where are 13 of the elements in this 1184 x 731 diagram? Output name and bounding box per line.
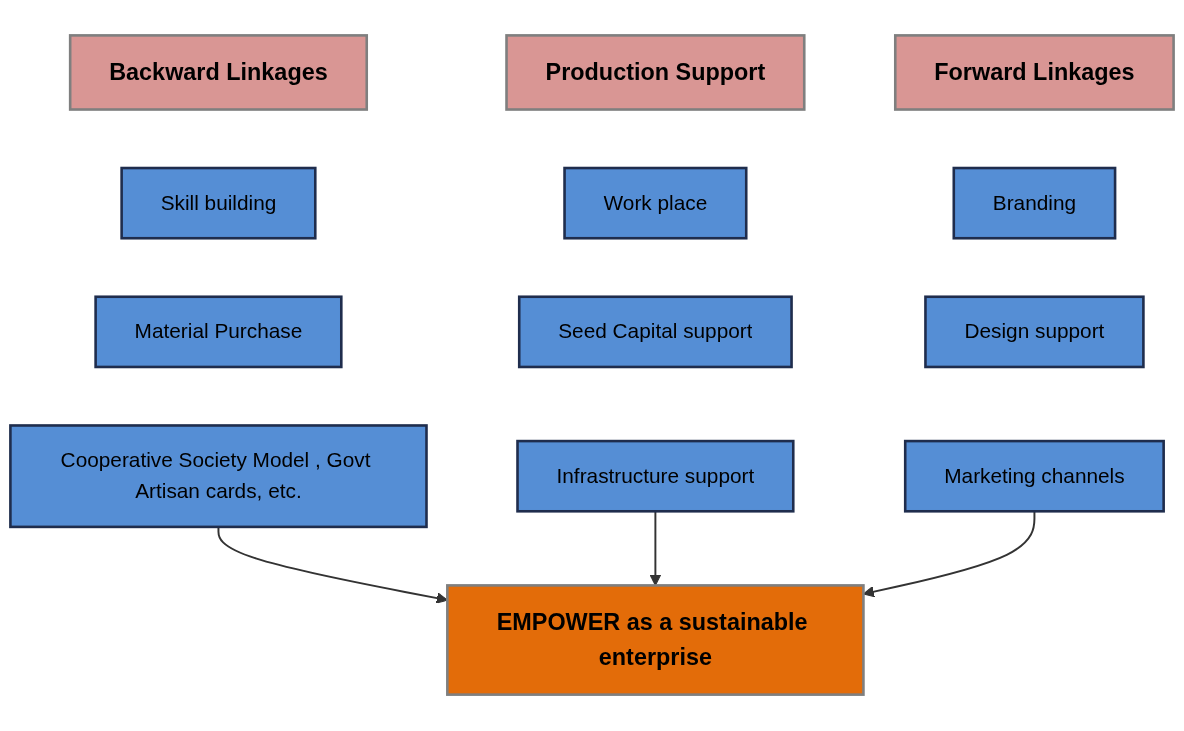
node-box: Backward Linkages bbox=[68, 34, 369, 112]
node-box: Infrastructure support bbox=[516, 440, 795, 514]
node-box: Seed Capital support bbox=[517, 295, 793, 369]
node-box: Work place bbox=[563, 167, 748, 241]
node-box: EMPOWER as a sustainable enterprise bbox=[446, 584, 865, 697]
node-box: Cooperative Society Model , Govt Artisan cards, etc. bbox=[9, 424, 428, 529]
node-box: Branding bbox=[952, 167, 1117, 241]
node-box: Skill building bbox=[120, 167, 317, 241]
node-box: Material Purchase bbox=[94, 295, 343, 369]
node-box: Forward Linkages bbox=[893, 34, 1175, 112]
node-box: Production Support bbox=[505, 34, 806, 112]
node-box: Design support bbox=[924, 295, 1145, 369]
node-box: Marketing channels bbox=[903, 440, 1165, 514]
